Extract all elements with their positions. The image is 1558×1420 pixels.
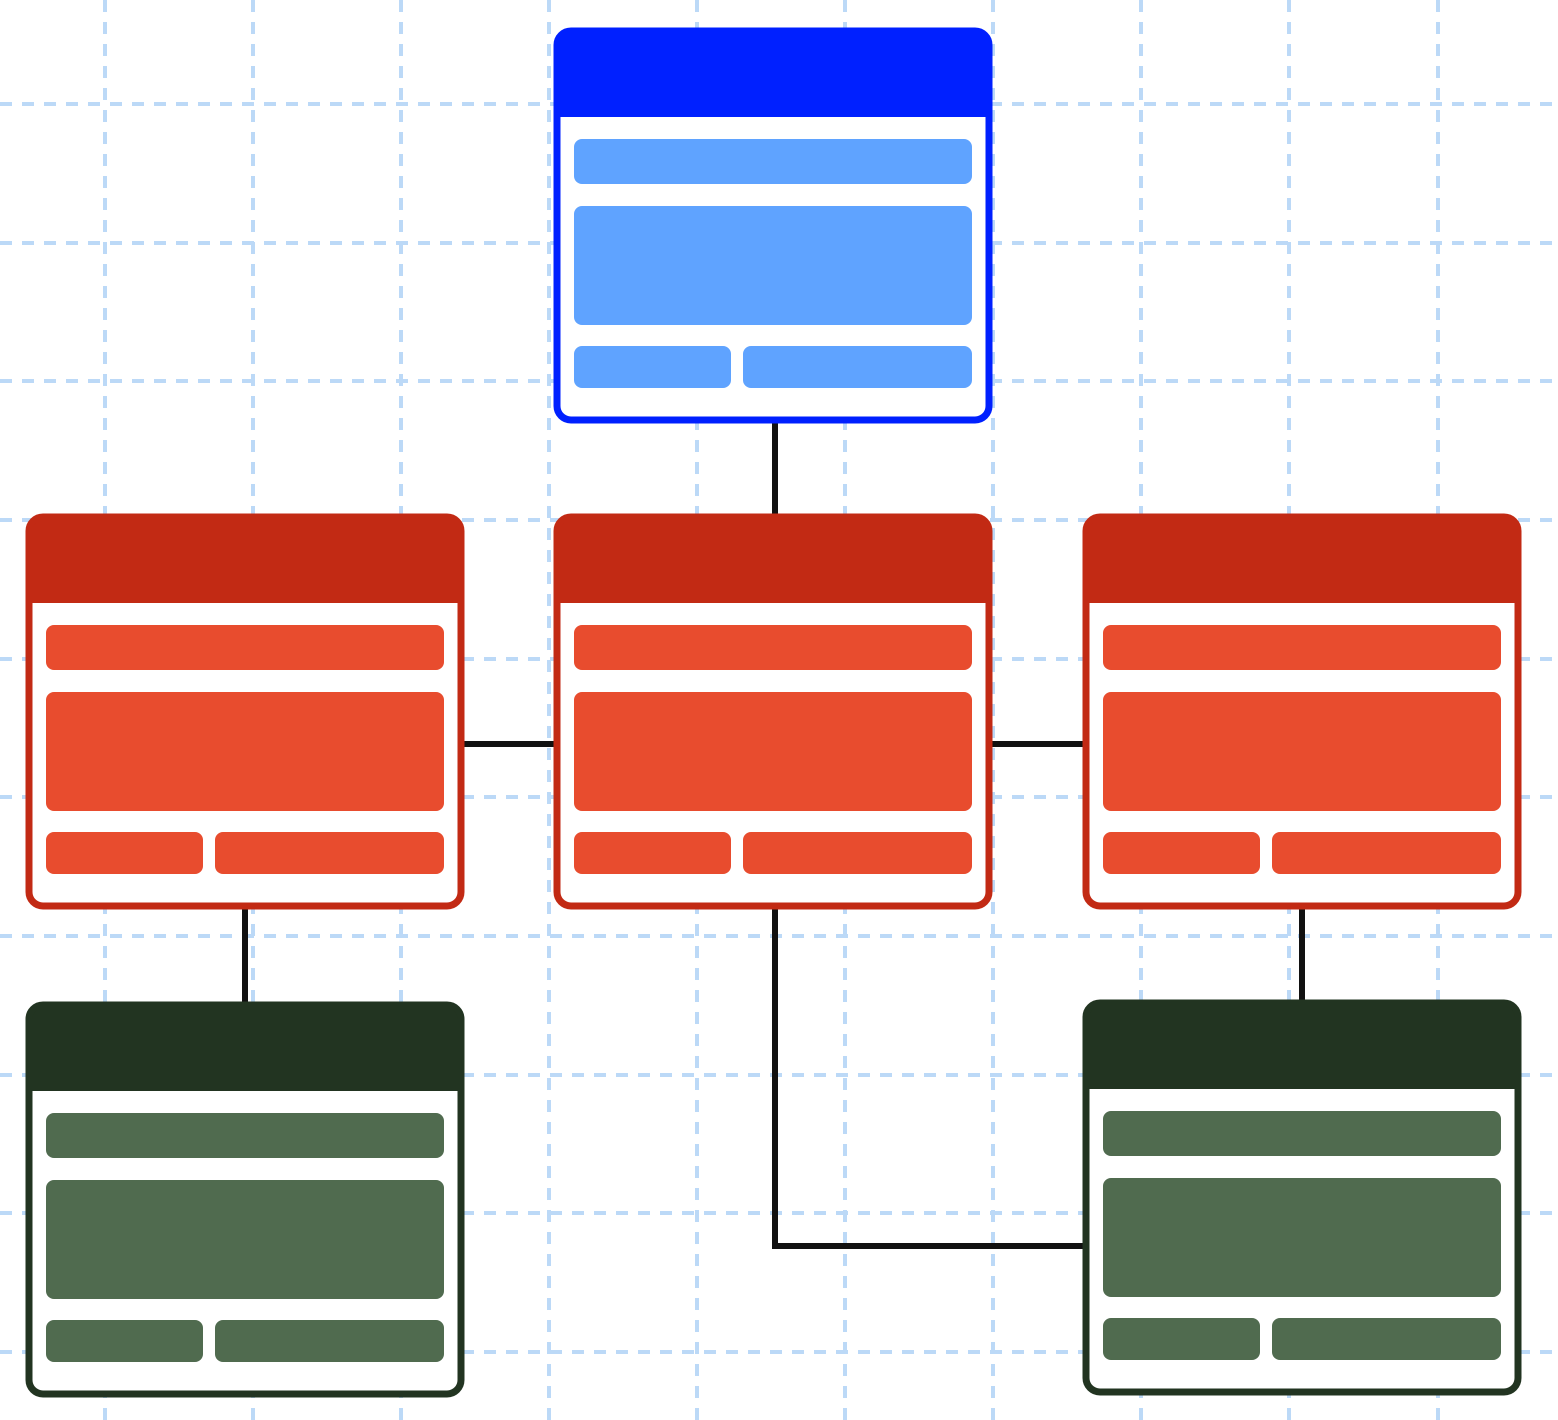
placeholder-block (1103, 1178, 1501, 1297)
node-home (553, 27, 993, 424)
node-header (29, 1005, 461, 1091)
node-section-c (1082, 513, 1522, 910)
placeholder-bar (46, 625, 444, 670)
placeholder-button-right (215, 1320, 444, 1362)
placeholder-bar (46, 1113, 444, 1158)
placeholder-block (574, 692, 972, 811)
node-page-a1 (25, 1001, 465, 1398)
placeholder-bar (1103, 1111, 1501, 1156)
node-header (1086, 517, 1518, 603)
placeholder-button-right (215, 832, 444, 874)
placeholder-bar (574, 625, 972, 670)
node-border (553, 27, 993, 424)
node-header (557, 31, 989, 117)
node-border (1082, 999, 1522, 1396)
node-border (553, 513, 993, 910)
node-border (25, 1001, 465, 1398)
placeholder-block (574, 206, 972, 325)
node-header (557, 517, 989, 603)
placeholder-button-left (574, 346, 731, 388)
placeholder-button-left (1103, 1318, 1260, 1360)
node-section-a (25, 513, 465, 910)
placeholder-button-left (1103, 832, 1260, 874)
node-section-b (553, 513, 993, 910)
placeholder-block (1103, 692, 1501, 811)
node-header (1086, 1003, 1518, 1089)
placeholder-bar (574, 139, 972, 184)
placeholder-button-left (574, 832, 731, 874)
placeholder-block (46, 1180, 444, 1299)
placeholder-button-left (46, 832, 203, 874)
node-border (25, 513, 465, 910)
wireframe-nodes (25, 27, 1522, 1398)
connector-lines (242, 420, 1305, 1249)
placeholder-block (46, 692, 444, 811)
placeholder-button-right (743, 346, 972, 388)
node-header (29, 517, 461, 603)
placeholder-bar (1103, 625, 1501, 670)
placeholder-button-right (743, 832, 972, 874)
connector-section-b-to-page-c1 (772, 906, 1087, 1249)
placeholder-button-left (46, 1320, 203, 1362)
placeholder-button-right (1272, 1318, 1501, 1360)
node-page-c1 (1082, 999, 1522, 1396)
node-border (1082, 513, 1522, 910)
placeholder-button-right (1272, 832, 1501, 874)
